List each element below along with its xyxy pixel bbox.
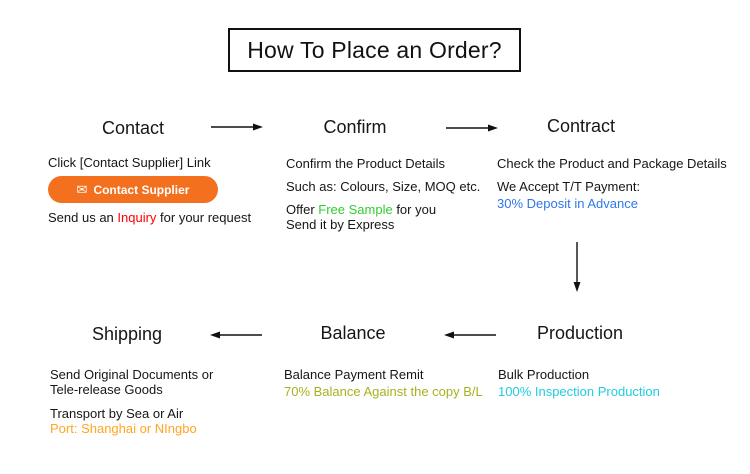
confirm-line3-pre: Offer <box>286 202 319 217</box>
envelope-icon: ✉ <box>76 182 88 197</box>
contact-line2-post: for your request <box>156 210 252 225</box>
step-heading-balance: Balance <box>320 323 386 343</box>
confirm-line4: Send it by Express <box>286 217 395 232</box>
arrow-production-to-balance-icon <box>444 331 496 339</box>
contact-line2: Send us an Inquiry for your request <box>48 210 251 225</box>
contract-line3: 30% Deposit in Advance <box>497 196 638 211</box>
step-heading-confirm: Confirm <box>323 117 387 137</box>
confirm-line3: Offer Free Sample for you <box>286 202 436 217</box>
confirm-line3-post: for you <box>392 202 437 217</box>
confirm-line3-highlight: Free Sample <box>318 202 393 217</box>
page-title-box: How To Place an Order? <box>228 28 521 72</box>
step-heading-production: Production <box>536 323 624 343</box>
production-line2: 100% Inspection Production <box>498 384 660 399</box>
step-heading-contact: Contact <box>101 118 165 138</box>
page-title: How To Place an Order? <box>247 36 502 63</box>
contract-line1: Check the Product and Package Details <box>497 156 727 171</box>
contact-line1: Click [Contact Supplier] Link <box>48 155 211 170</box>
arrow-contact-to-confirm-icon <box>211 123 263 131</box>
shipping-line3: Transport by Sea or Air <box>50 406 184 421</box>
contact-line2-pre: Send us an <box>48 210 118 225</box>
balance-line1: Balance Payment Remit <box>284 367 424 382</box>
step-heading-shipping: Shipping <box>91 324 163 344</box>
step-heading-contract: Contract <box>546 116 616 136</box>
arrow-confirm-to-contract-icon <box>446 124 498 132</box>
balance-line2: 70% Balance Against the copy B/L <box>284 384 483 399</box>
shipping-line4: Port: Shanghai or NIngbo <box>50 421 197 436</box>
confirm-line1: Confirm the Product Details <box>286 156 445 171</box>
arrow-contract-to-production-icon <box>573 242 581 292</box>
contact-supplier-button[interactable]: ✉ Contact Supplier <box>48 176 218 203</box>
contact-supplier-button-label: Contact Supplier <box>93 182 190 197</box>
production-line1: Bulk Production <box>498 367 590 382</box>
contract-line2: We Accept T/T Payment: <box>497 179 641 194</box>
arrow-balance-to-shipping-icon <box>210 331 262 339</box>
shipping-line2: Tele-release Goods <box>50 382 163 397</box>
shipping-line1: Send Original Documents or <box>50 367 214 382</box>
confirm-line2: Such as: Colours, Size, MOQ etc. <box>286 179 481 194</box>
contact-line2-highlight: Inquiry <box>117 210 157 225</box>
